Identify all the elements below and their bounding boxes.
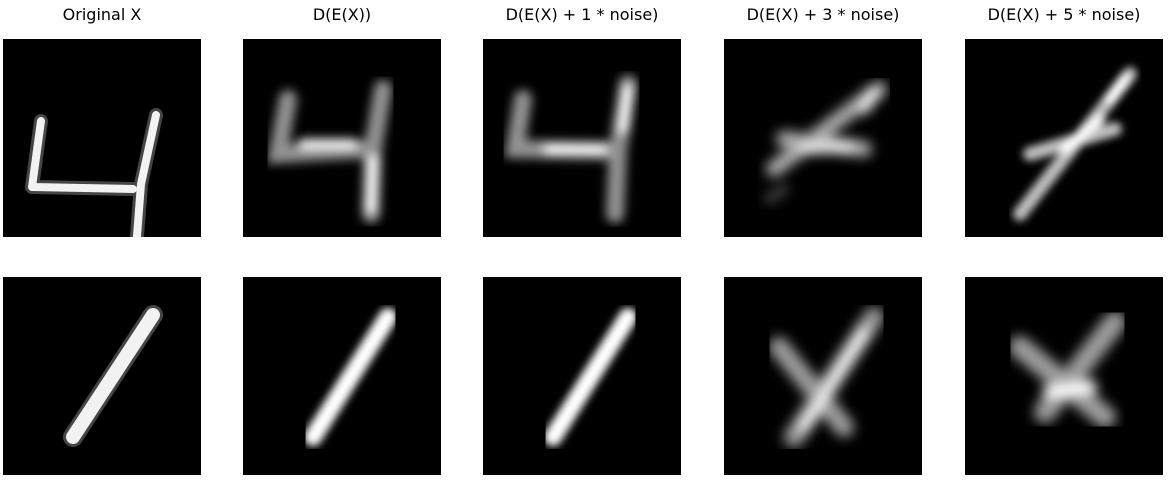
column-title-noise-3: D(E(X) + 3 * noise) — [746, 5, 900, 24]
image-noise-3-digit-1 — [724, 277, 922, 475]
column-title-original: Original X — [62, 5, 142, 24]
column-title-noise-5: D(E(X) + 5 * noise) — [987, 5, 1141, 24]
image-reconstruction-digit-4 — [243, 39, 441, 237]
column-title-reconstruction: D(E(X)) — [312, 5, 372, 24]
image-original-digit-1 — [3, 277, 201, 475]
image-original-digit-4 — [3, 39, 201, 237]
column-title-noise-1: D(E(X) + 1 * noise) — [505, 5, 659, 24]
image-noise-5-digit-1 — [965, 277, 1163, 475]
image-reconstruction-digit-1 — [243, 277, 441, 475]
image-noise-1-digit-4 — [483, 39, 681, 237]
image-noise-5-digit-4 — [965, 39, 1163, 237]
image-noise-1-digit-1 — [483, 277, 681, 475]
image-noise-3-digit-4 — [724, 39, 922, 237]
